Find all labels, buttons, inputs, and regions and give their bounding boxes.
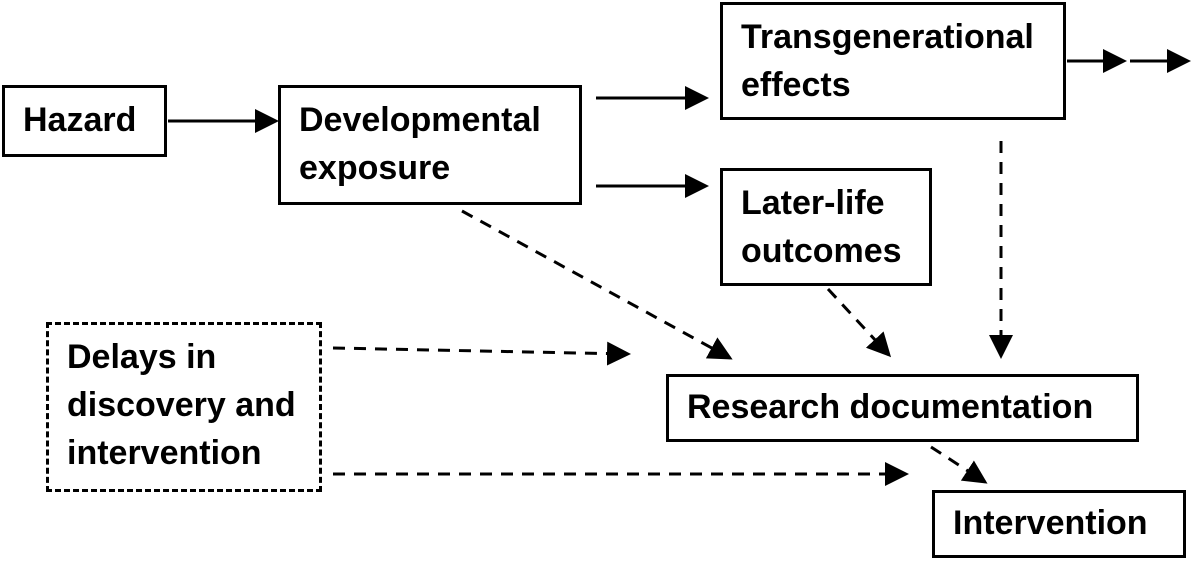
node-hazard-label: Hazard xyxy=(23,101,137,139)
node-research-documentation-label: Research documentation xyxy=(687,388,1094,426)
node-delays-in-discovery: Delays in discovery and intervention xyxy=(46,322,322,492)
dashed-arrow-delays-to-research xyxy=(332,341,631,366)
node-intervention: Intervention xyxy=(932,490,1186,558)
dashed-arrow-exposure-to-research xyxy=(461,209,733,360)
node-later-life-outcomes-label-line-1: Later-life xyxy=(741,184,885,222)
node-delays-label-line-1: Delays in xyxy=(67,338,217,376)
node-developmental-exposure-label-line-2: exposure xyxy=(299,149,451,187)
node-developmental-exposure: Developmental exposure xyxy=(278,85,582,205)
node-intervention-label: Intervention xyxy=(953,504,1148,542)
dashed-arrow-research-to-intervention xyxy=(930,445,988,484)
node-later-life-outcomes: Later-life outcomes xyxy=(720,168,932,286)
node-transgenerational-effects-label-line-2: effects xyxy=(741,66,851,104)
node-developmental-exposure-label-line-1: Developmental xyxy=(299,101,541,139)
node-research-documentation: Research documentation xyxy=(666,374,1139,442)
node-transgenerational-effects-label-line-1: Transgenerational xyxy=(741,18,1034,56)
node-delays-label-line-2: discovery and xyxy=(67,386,296,424)
node-hazard: Hazard xyxy=(2,85,167,157)
node-transgenerational-effects: Transgenerational effects xyxy=(720,2,1066,120)
dashed-arrow-later-life-to-research xyxy=(826,287,892,358)
node-later-life-outcomes-label-line-2: outcomes xyxy=(741,232,902,270)
node-delays-label-line-3: intervention xyxy=(67,434,262,472)
